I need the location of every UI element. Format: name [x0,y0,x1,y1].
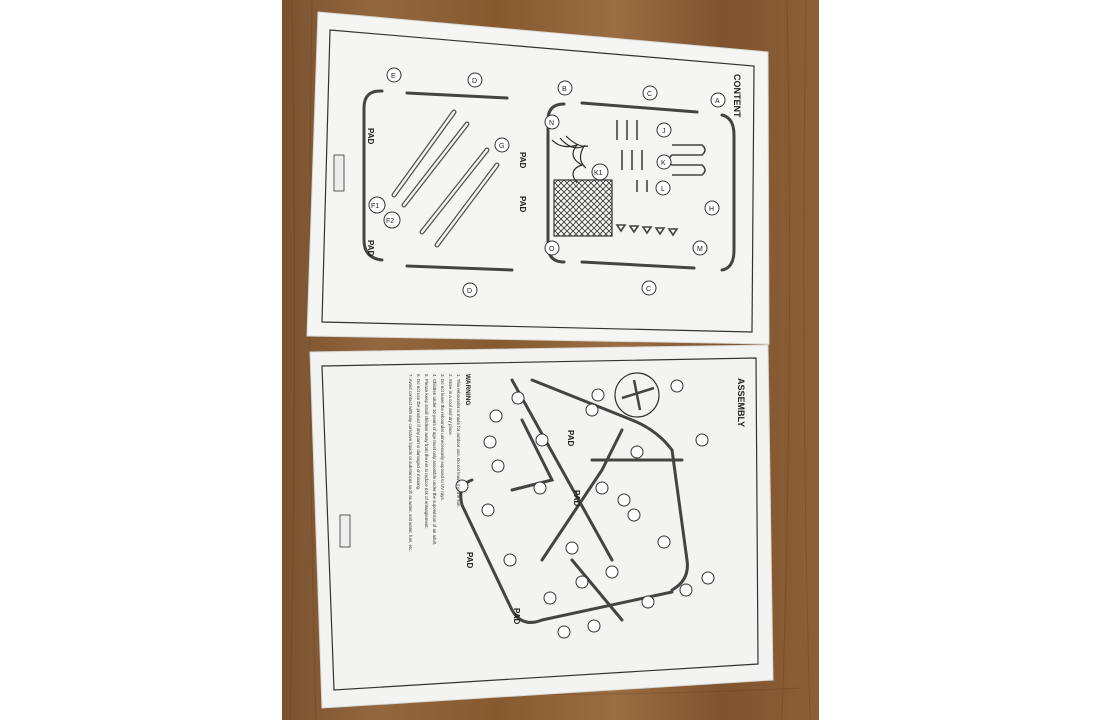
part-label-j: J [656,122,672,138]
part-label-d-bottom: D [462,282,478,298]
svg-text:D: D [472,78,477,85]
part-label-h: H [704,200,720,216]
warning-block: WARNING 1. This rebounder is made for ou… [408,374,471,552]
assembly-heading: ASSEMBLY [736,378,746,427]
part-label-k: K [656,154,672,170]
content-frame-left [362,89,514,272]
part-label-f2: F2 [383,211,401,229]
svg-text:N: N [549,120,554,127]
assembly-pad-label: PAD [465,552,474,569]
warning-line: 3. Do not leave the rebounder unnecessar… [440,374,445,501]
svg-text:O: O [549,246,555,253]
assembly-pad-label: PAD [566,430,575,447]
content-pad-label: PAD [518,152,527,169]
warning-line: 1. This rebounder is made for outdoor us… [456,374,461,508]
svg-text:L: L [661,186,665,193]
svg-text:A: A [715,98,720,105]
part-label-c-bottom: C [641,280,657,296]
svg-text:J: J [662,128,666,135]
part-label-a: A [710,92,726,108]
content-bungee-cords [551,135,589,184]
part-label-d-top: D [467,72,483,88]
assembly-sheet: ASSEMBLY [309,344,774,709]
svg-text:C: C [646,286,651,293]
assembly-border [321,357,759,691]
part-label-m: M [692,240,708,256]
svg-text:E: E [391,73,396,80]
part-label-o: O [544,240,560,256]
content-pad-label: PAD [518,196,527,213]
warning-line: 2. Store in a cool and dry place. [448,374,453,436]
content-part-labels: A B C C D D E F1 F2 G H J K K1 L M N O [368,67,726,298]
instruction-sheet-photo: CONTENT [282,0,819,720]
content-border [321,29,755,333]
content-pad-label: PAD [366,240,375,257]
svg-text:K1: K1 [594,170,603,177]
assembly-paper [309,344,774,709]
part-label-e: E [386,67,402,83]
content-net [553,179,613,237]
content-sheet: CONTENT [306,11,770,345]
part-label-c-top: C [642,85,658,101]
content-frame-right [546,101,736,272]
part-label-g: G [494,137,510,153]
svg-text:B: B [562,86,567,93]
part-label-k1: K1 [591,163,609,181]
part-label-f1: F1 [368,196,386,214]
part-label-n: N [544,114,560,130]
brand-logo [339,514,351,548]
warning-line: 6. Do not use the product if any part is… [416,374,421,490]
assembly-pad-label: PAD [512,608,521,625]
warning-line: 7. Avoid contact with any corrosive liqu… [408,374,413,552]
warning-line: 4. Children under 10 years of age must o… [432,374,437,545]
part-label-l: L [655,180,671,196]
svg-text:F2: F2 [386,218,394,225]
assembly-pad-label: PAD [572,490,581,507]
svg-text:G: G [499,143,504,150]
photo-scene: CONTENT [289,0,811,720]
content-heading: CONTENT [732,74,742,118]
svg-text:F1: F1 [371,203,379,210]
svg-text:M: M [697,246,703,253]
svg-text:K: K [661,160,666,167]
content-pad-label: PAD [366,128,375,145]
svg-text:D: D [467,288,472,295]
assembly-callouts [455,379,715,639]
svg-text:C: C [647,91,652,98]
svg-text:H: H [709,206,714,213]
brand-logo [333,154,345,192]
part-label-b: B [557,80,573,96]
warning-line: 5. Please keep small children away from … [424,374,429,529]
warning-title: WARNING [464,374,471,405]
